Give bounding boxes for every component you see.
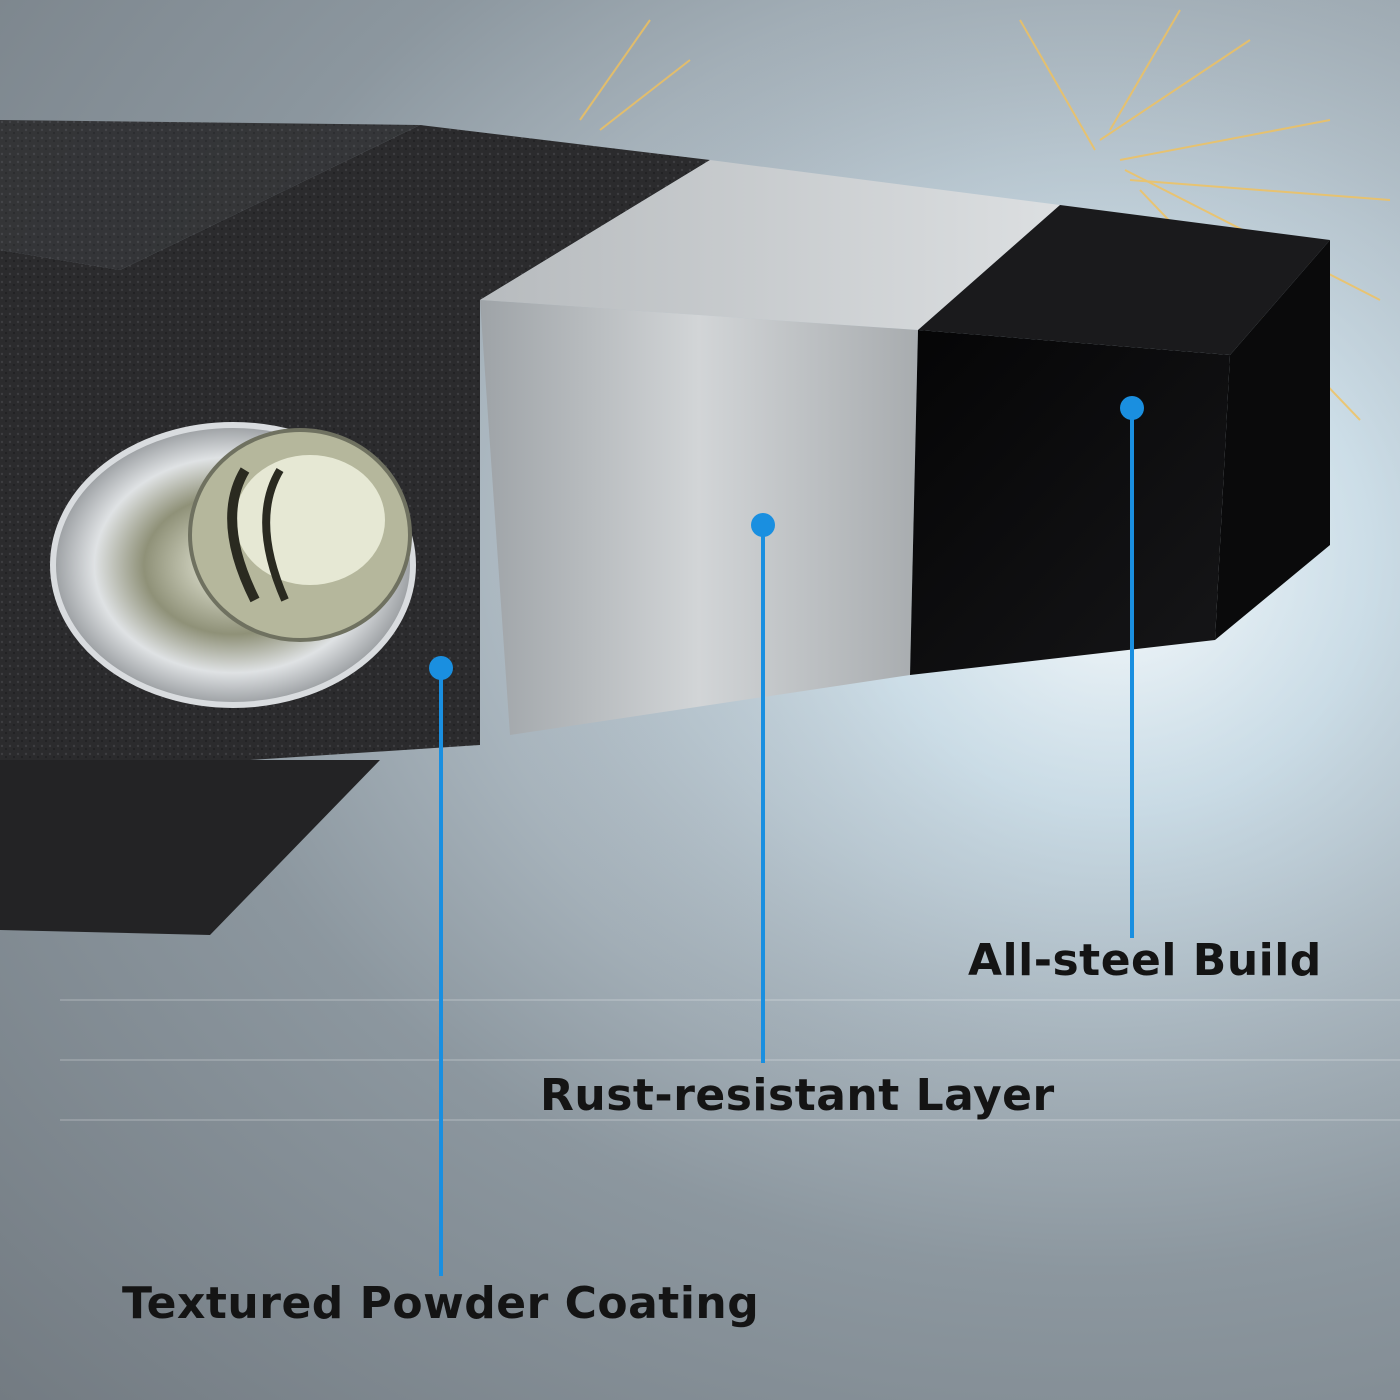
textured-powder-coating-label: Textured Powder Coating <box>122 1278 760 1329</box>
all-steel-build-line <box>1130 408 1134 938</box>
black-end-cap-side <box>1215 240 1330 640</box>
black-end-cap-top <box>918 205 1330 355</box>
textured-powder-coating-line <box>439 668 443 1276</box>
black-end-cap-front <box>910 330 1230 675</box>
stainless-sleeve-front <box>480 300 918 735</box>
pin-hole-icon <box>50 422 416 708</box>
all-steel-build-label: All-steel Build <box>968 935 1322 986</box>
rust-resistant-layer-line <box>761 525 765 1063</box>
stainless-sleeve-top <box>480 160 1060 330</box>
rust-resistant-layer-label: Rust-resistant Layer <box>540 1070 1055 1121</box>
